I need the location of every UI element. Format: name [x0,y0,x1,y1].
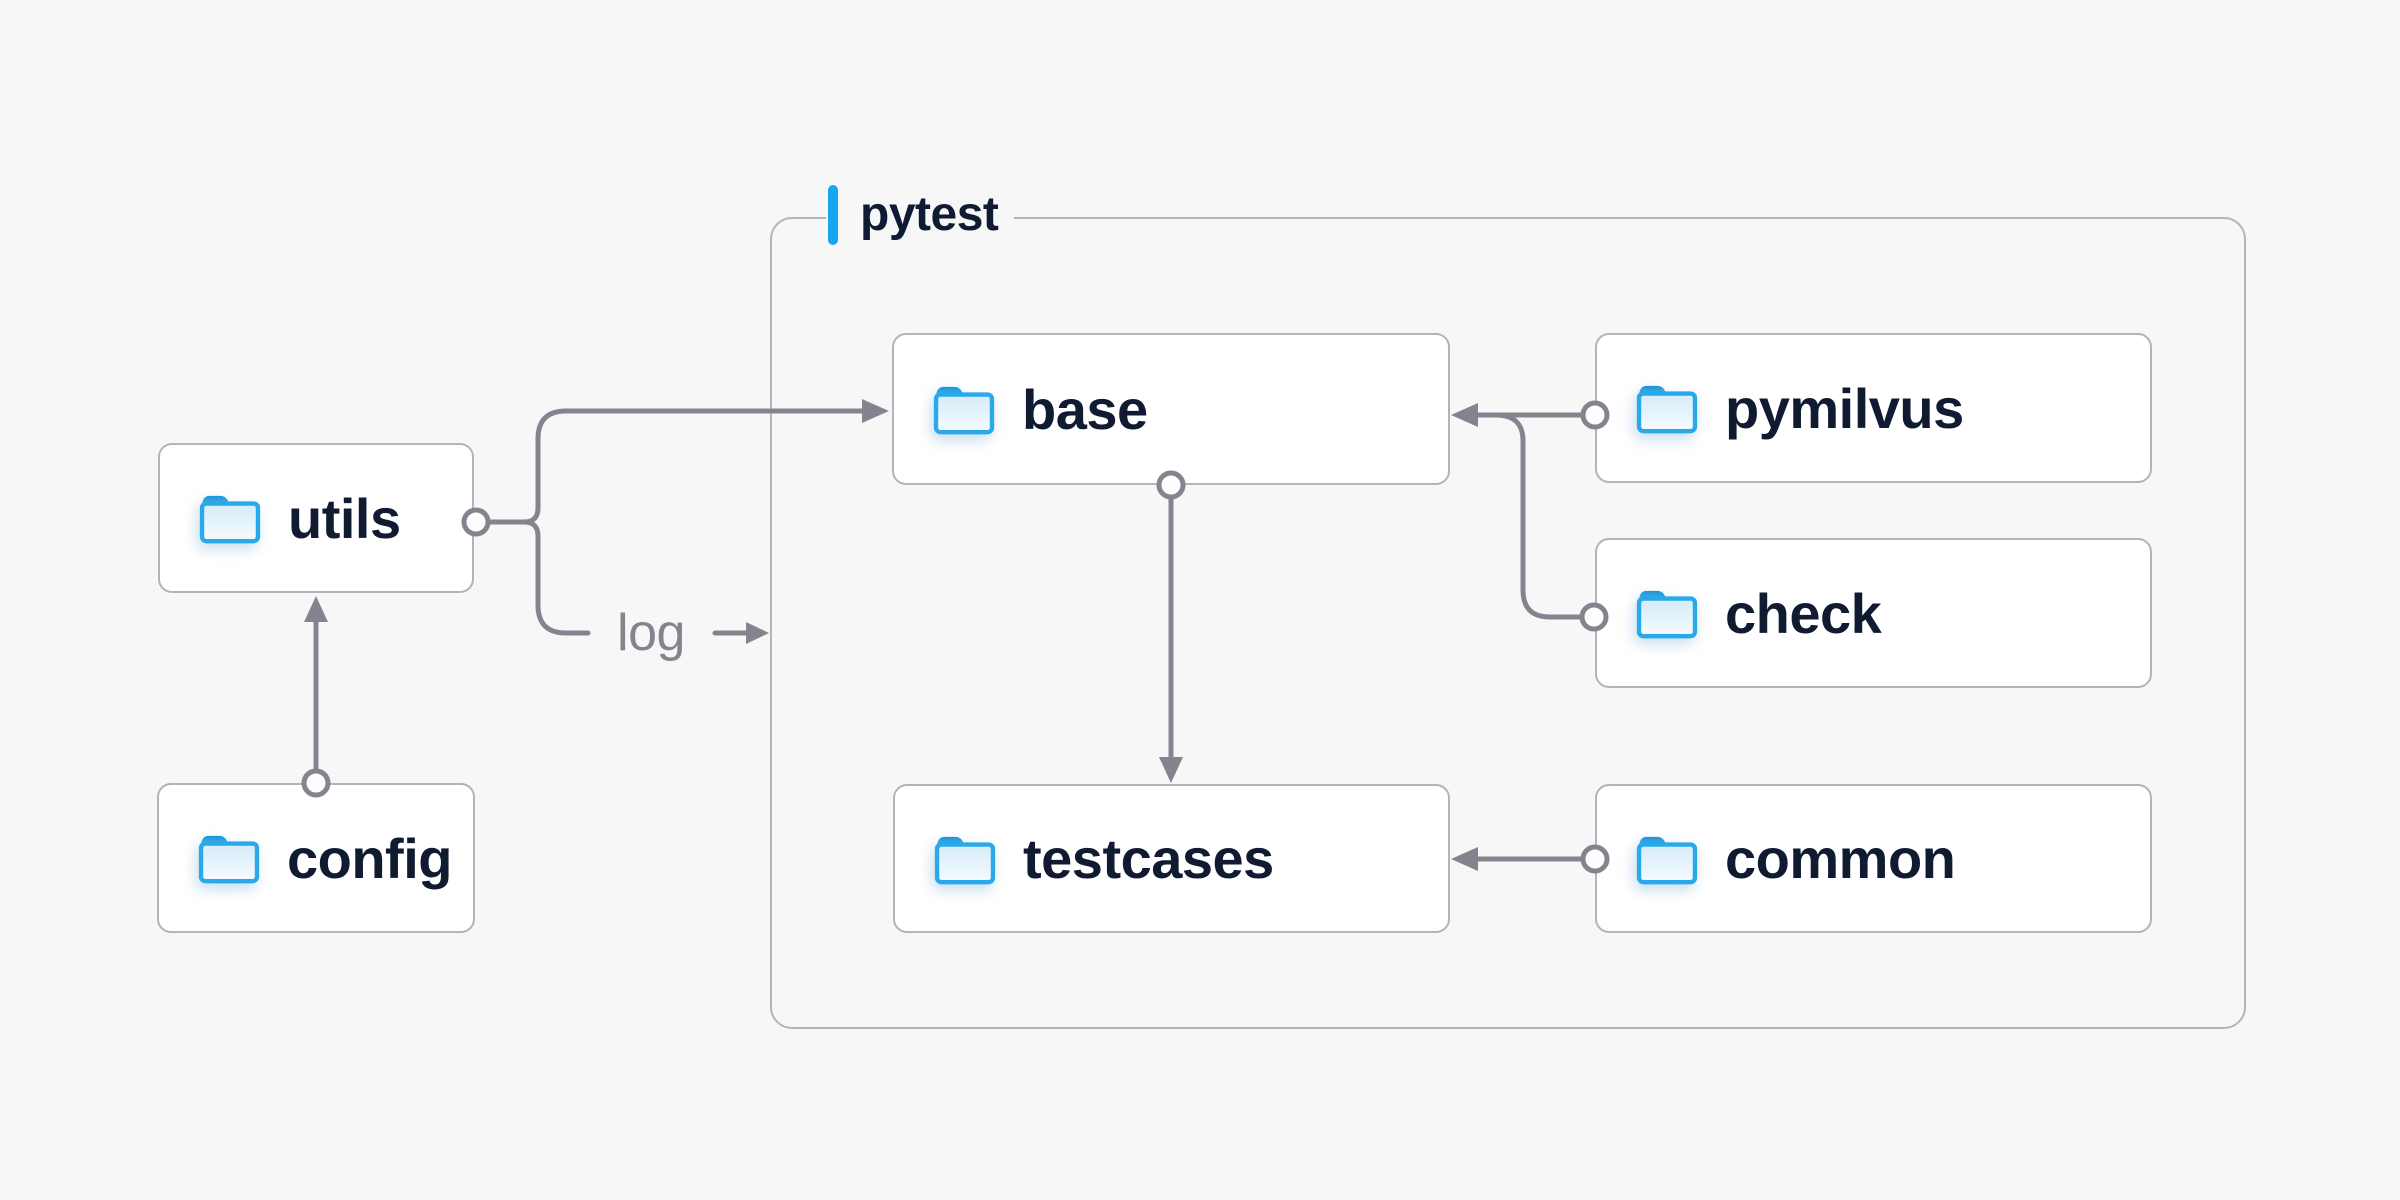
pytest-container [770,217,2246,1029]
node-base: base [892,333,1450,485]
edge-config-to-utils [301,596,331,798]
node-config: config [157,783,475,933]
node-common: common [1595,784,2152,933]
node-pymilvus: pymilvus [1595,333,2152,483]
folder-icon [1635,586,1699,640]
node-check: check [1595,538,2152,688]
node-utils: utils [158,443,474,593]
folder-icon [197,831,261,885]
pytest-label: pytest [826,184,1015,246]
log-arrow-icon [712,622,769,644]
edge-utils-to-log [487,519,591,636]
node-label: utils [288,486,401,550]
node-label: common [1725,827,1956,890]
node-label: base [1022,377,1148,441]
log-label: log [617,604,685,662]
folder-icon [1635,832,1699,886]
arrowhead-up [304,596,328,622]
node-testcases: testcases [893,784,1450,933]
folder-icon [198,491,262,545]
accent-bar-icon [828,185,838,245]
folder-icon [1635,381,1699,435]
node-label: testcases [1023,827,1274,890]
node-label: check [1725,581,1882,645]
pytest-title: pytest [860,188,999,241]
folder-icon [932,382,996,436]
node-label: pymilvus [1725,376,1964,440]
folder-icon [933,832,997,886]
node-label: config [287,826,452,890]
arrowhead-right [746,622,769,644]
